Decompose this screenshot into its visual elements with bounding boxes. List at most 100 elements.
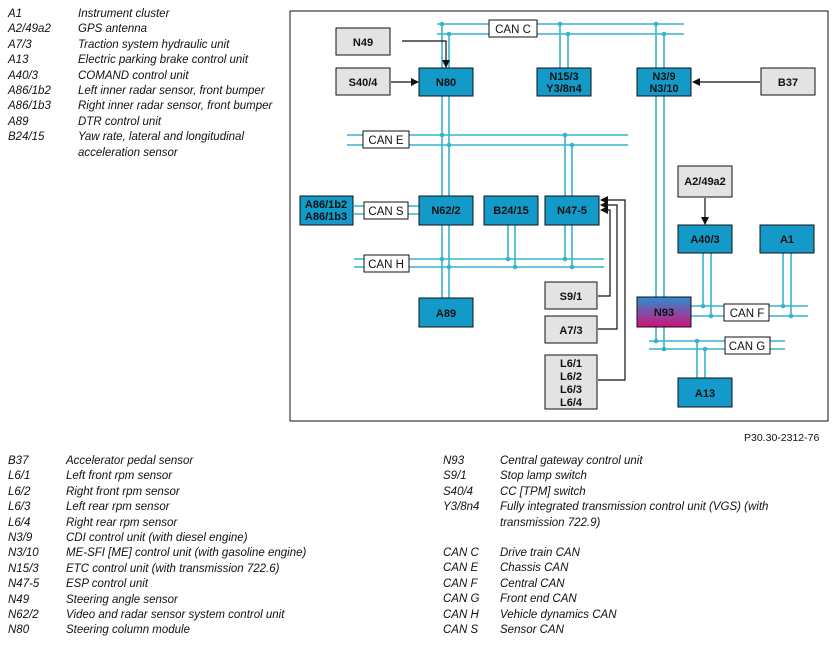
legend-code: S40/4 [443,485,474,498]
legend-desc: Stop lamp switch [500,470,587,483]
legend-desc: Left rear rpm sensor [66,501,170,514]
legend-desc: Video and radar sensor system control un… [66,609,285,622]
junction-dot [562,256,568,262]
junction-dot [505,256,511,262]
a7-3-label: A7/3 [559,325,582,337]
a89-box [418,297,474,328]
n62-2-box [418,195,474,226]
legend-desc: ETC control unit (with transmission 722.… [66,562,280,575]
can-s-label-box [363,201,409,220]
n93-label: N93 [654,307,674,319]
legend-code: CAN E [443,562,479,575]
legend-code: L6/1 [8,470,31,483]
n15-3-box [536,67,592,97]
legend-row: N93 Central gateway control unit [443,454,823,469]
legend-desc: Central CAN [500,577,565,590]
a86-box [299,195,354,226]
l6-1-label: L6/1 [560,358,582,370]
a86-1b3-label: A86/1b3 [305,211,347,223]
a1-box [759,224,815,254]
a13-box [677,377,733,408]
l6-3-label: L6/3 [560,384,582,396]
legend-row: A40/3 COMAND control unit [8,69,278,84]
n62-2-label: N62/2 [431,205,460,217]
n47-5-box [544,195,600,226]
legend-code: N62/2 [8,609,39,622]
a1-label: A1 [780,234,794,246]
legend-row: S40/4 CC [TPM] switch [443,485,823,500]
legend-code: A86/1b3 [8,100,51,113]
n47-5-label: N47-5 [557,205,587,217]
legend-code: A7/3 [8,38,32,51]
legend-desc: Left front rpm sensor [66,470,173,483]
junction-dot [439,132,445,138]
can-f-label-box [723,303,770,322]
legend-row: CAN F Central CAN [443,577,823,592]
legend-code: Y3/8n4 [443,501,480,514]
s9-1-label: S9/1 [560,291,583,303]
legend-desc: ESP control unit [66,578,149,591]
junction-dot [512,264,518,270]
l6-4-label: L6/4 [560,397,583,409]
legend-code: CAN G [443,593,480,606]
legend-desc: Front end CAN [500,593,577,606]
junction-dot [565,31,571,37]
legend-desc: Left inner radar sensor, front bumper [78,85,265,98]
n93-gateway-box [636,296,692,328]
a86-1b2-label: A86/1b2 [305,199,347,211]
legend-code: N3/9 [8,532,33,545]
can-c-label: CAN C [495,24,531,36]
legend-row: N62/2 Video and radar sensor system contr… [8,608,408,623]
junction-dot [562,132,568,138]
can-e-label-box [362,130,410,149]
n80-label: N80 [436,77,456,89]
s40-4-box [335,67,391,96]
legend-desc: CC [TPM] switch [500,485,586,498]
can-g-label: CAN G [729,341,765,353]
a2-49a2-box [677,165,733,198]
a7-3-box [544,315,598,344]
legend-desc: COMAND control unit [78,69,189,82]
figure-id: P30.30-2312-76 [744,432,820,444]
junction-dot [788,313,794,319]
n49-label: N49 [353,37,373,49]
can-h-label: CAN H [368,259,404,271]
legend-code: A40/3 [8,69,39,82]
n15-3-label: N15/3 [549,71,578,83]
legend-code: N49 [8,593,30,606]
n49-box [335,27,391,56]
legend-desc: DTR control unit [78,115,162,128]
legend-code: S9/1 [443,470,467,483]
sensor-modules [335,27,816,410]
legend-desc: Central gateway control unit [500,455,643,467]
legend-row: A89 DTR control unit [8,115,278,130]
legend-row: L6/1 Left front rpm sensor [8,469,408,484]
a89-label: A89 [436,308,456,320]
legend-code: N93 [443,455,465,467]
junction-dot [446,264,452,270]
can-g-label-box [724,336,771,355]
legend-code: A89 [8,115,29,128]
junction-dot [700,303,706,309]
can-s-label: CAN S [368,206,403,218]
junction-dot [446,31,452,37]
b37-label: B37 [778,77,798,89]
legend-row: S9/1 Stop lamp switch [443,469,823,484]
legend-bottom-right: N93 Central gateway control unit S9/1 Stop… [443,454,823,638]
junction-dot [702,346,708,352]
legend-code: CAN F [443,577,478,590]
legend-code: A1 [8,8,23,20]
n3-9-box [636,67,692,97]
